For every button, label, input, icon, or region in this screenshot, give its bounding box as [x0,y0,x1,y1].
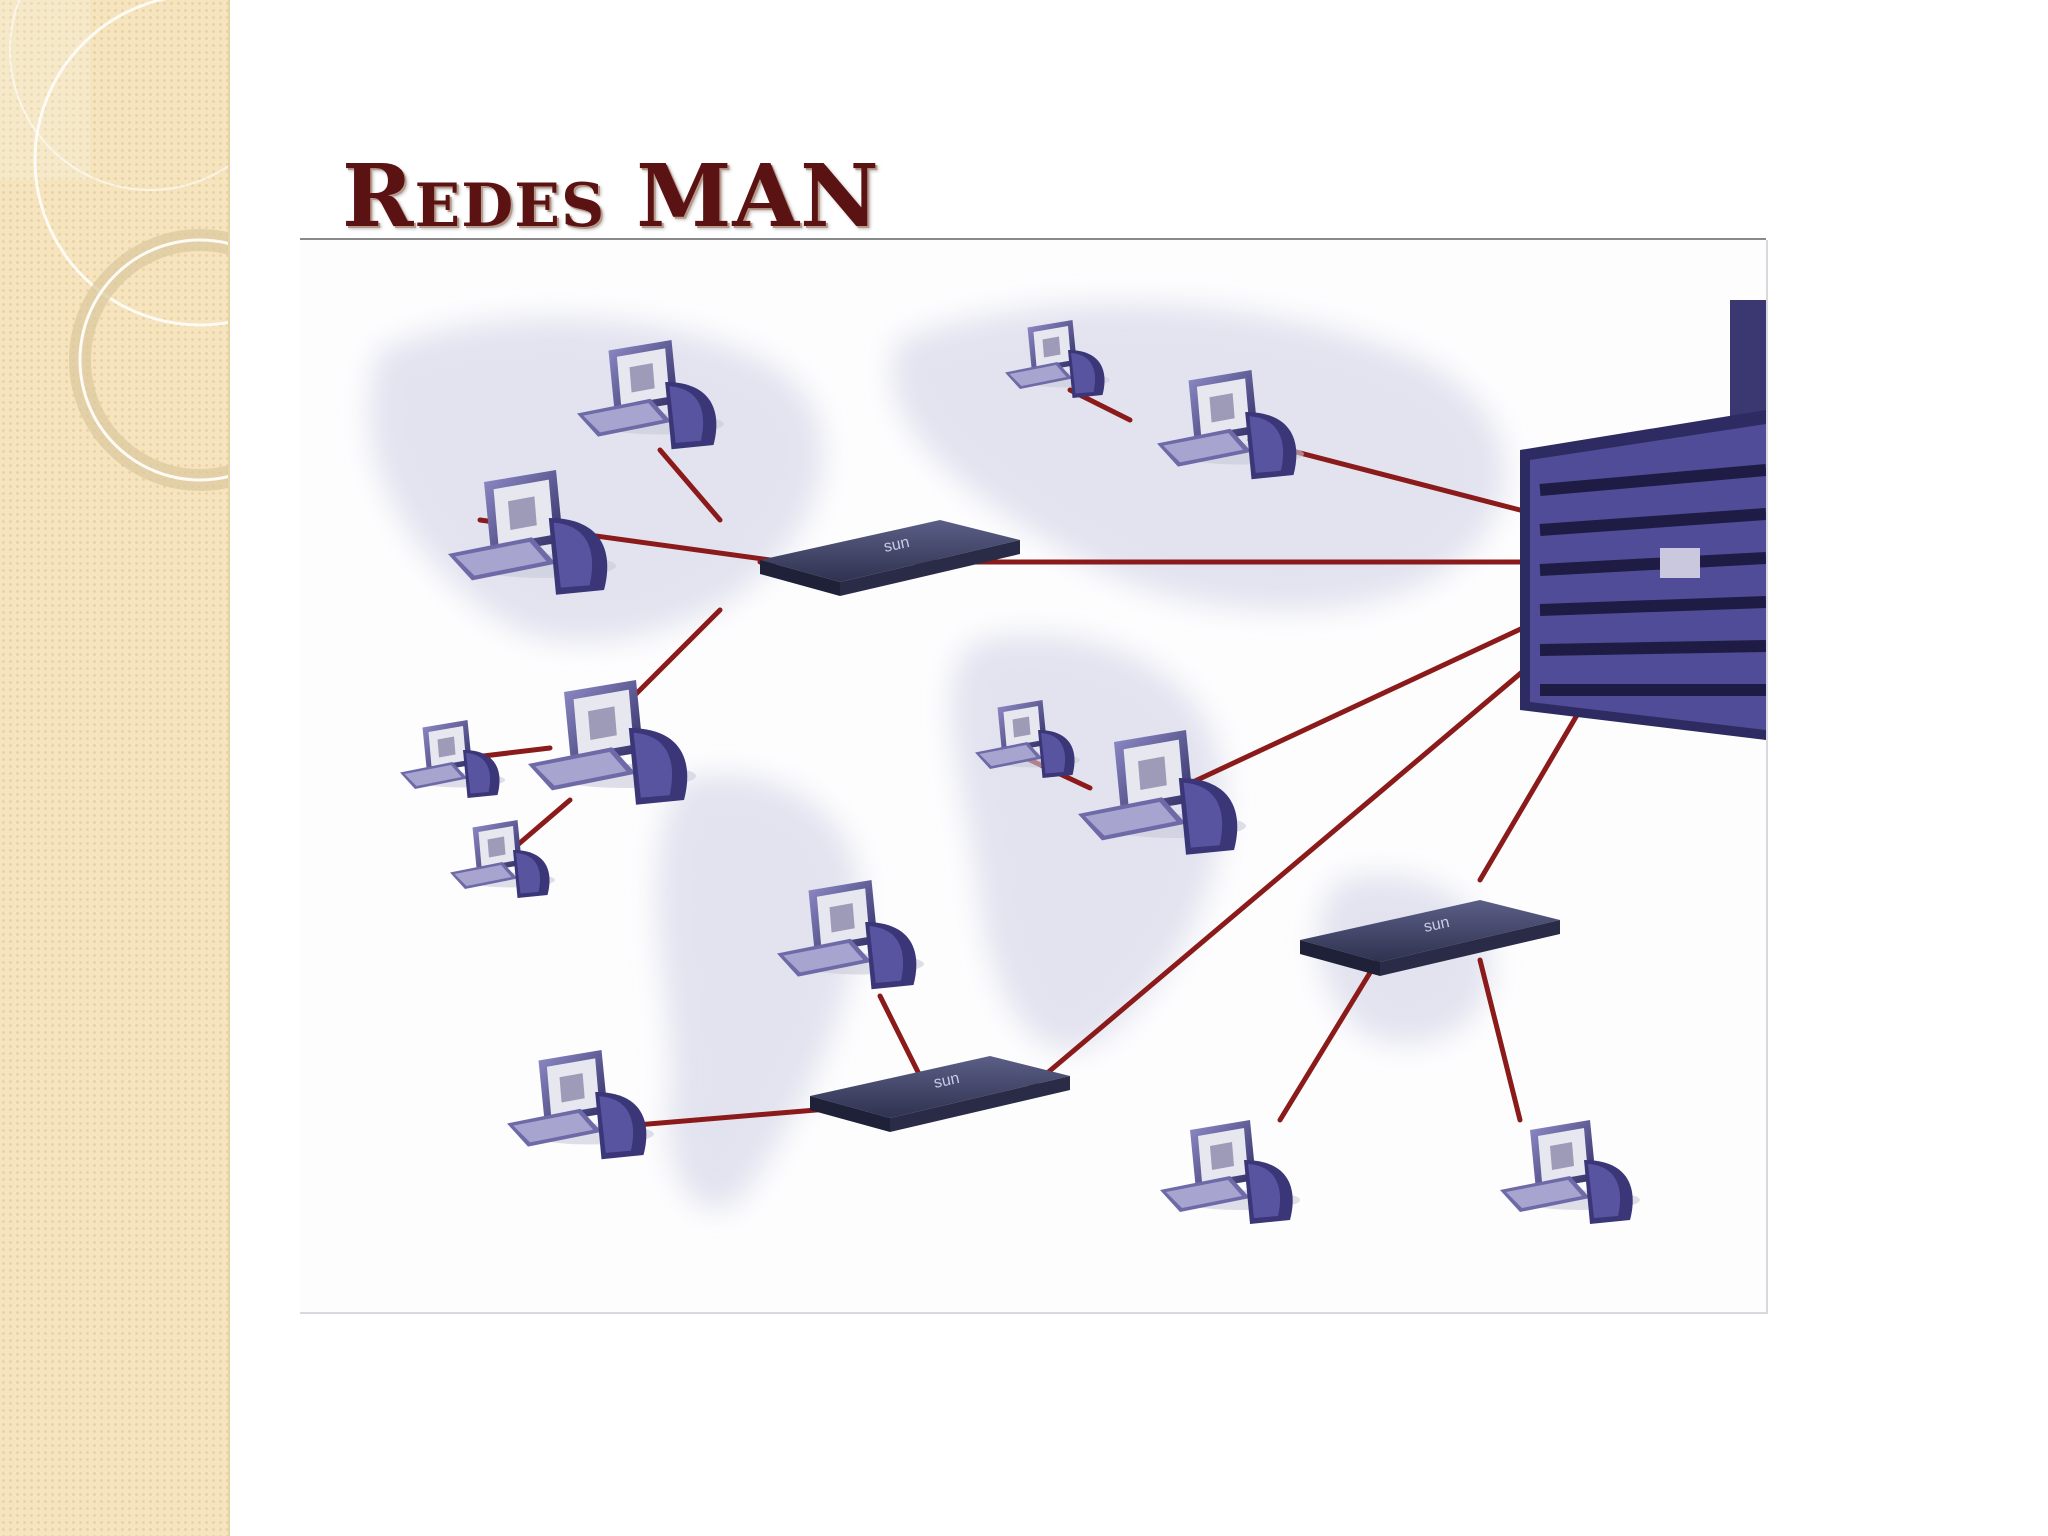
computer-icon [400,720,505,798]
network-hub-icon [810,1056,1070,1132]
page-title: Redes MAN [342,146,880,247]
computer-icon [1500,1120,1640,1224]
network-diagram-image: sun [369,300,1766,1224]
computer-icon [528,680,696,805]
server-rack-icon [1520,300,1766,740]
computer-icon [1160,1120,1300,1224]
man-network-diagram: sun [300,240,1768,1314]
title-divider [300,238,1766,240]
network-hub-icon [760,520,1020,596]
decorative-circles [0,0,228,491]
computer-icon [507,1050,654,1160]
decorative-sidebar [0,0,230,1536]
computer-icon [450,820,555,898]
